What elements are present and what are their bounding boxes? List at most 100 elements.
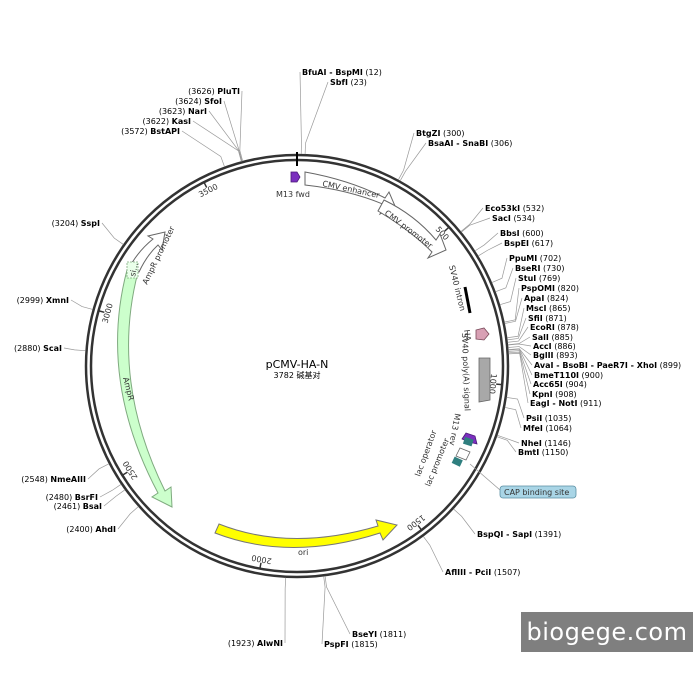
site-position: (2880) [14,344,41,353]
site-position: (1146) [544,439,571,448]
site-position: (2480) [46,493,73,502]
site-leader-line [398,132,415,180]
ori-label: ori [298,548,308,557]
restriction-site-label: NheI (1146) [521,439,571,448]
restriction-site-label: EcoRI (878) [530,323,579,332]
site-name: NheI [521,439,542,448]
site-leader-line [478,242,503,257]
site-leader-line [504,407,522,429]
site-leader-line [399,142,427,181]
site-name: PluTI [217,87,240,96]
restriction-site-label: BseYI (1811) [352,630,406,639]
site-position: (899) [660,361,682,370]
ha-feature [475,327,490,341]
site-name: AvaI - BsoBI - PaeR7I - XhoI [534,361,657,370]
restriction-site-label: BmeT110I (900) [534,371,603,380]
restriction-site-label: (2461) BsaI [54,502,102,511]
site-name: BsaI [83,502,102,511]
site-leader-line [321,576,326,645]
cap-binding-site-label: CAP binding site [504,488,569,497]
site-name: PsiI [526,414,542,423]
restriction-site-label: AccI (886) [533,342,576,351]
cap-binding-site-box [499,485,577,499]
plasmid-size: 3782 碱基对 [274,370,321,380]
site-name: BstAPI [150,127,180,136]
site-leader-line [507,317,527,341]
plasmid-name: pCMV-HA-N [266,358,329,371]
ampr-arrow [117,269,173,508]
restriction-site-label: AflIII - PciI (1507) [445,568,520,577]
tick-mark [444,226,450,232]
restriction-site-label: SalI (885) [532,333,573,342]
restriction-site-label: SbfI (23) [330,78,367,87]
site-position: (904) [565,380,587,389]
site-leader-line [117,506,139,530]
site-position: (769) [539,274,561,283]
restriction-site-label: PpuMI (702) [509,254,561,263]
site-position: (3204) [52,219,79,228]
restriction-site-label: ApaI (824) [524,294,568,303]
site-position: (820) [558,284,580,293]
site-name: AlwNI [257,639,283,648]
site-name: BtgZI [416,129,440,138]
restriction-site-label: StuI (769) [518,274,560,283]
site-name: BspEI [504,239,529,248]
site-position: (1064) [545,424,572,433]
site-leader-line [491,257,508,283]
site-name: AccI [533,342,552,351]
tick-label: 1000 [487,373,498,394]
restriction-site-label: AvaI - BsoBI - PaeR7I - XhoI (899) [534,361,681,370]
site-name: StuI [518,274,536,283]
site-name: SfiI [528,314,543,323]
m13-fwd-arrow [290,171,301,183]
cap-binding-site-leader [469,463,501,491]
restriction-site-label: BfuAI - BspMI (12) [302,68,382,77]
site-name: PspOMI [521,284,555,293]
restriction-site-label: (3623) NarI [159,107,207,116]
site-name: SbfI [330,78,348,87]
site-name: KpnI [532,390,553,399]
restriction-site-label: BspEI (617) [504,239,553,248]
restriction-site-label: (3572) BstAPI [121,127,180,136]
site-leader-line [474,232,499,252]
site-name: SacI [492,214,511,223]
site-name: BbsI [500,229,520,238]
site-leader-line [507,307,525,339]
restriction-site-label: (2480) BsrFI [46,493,98,502]
lac-operator-feature [462,436,474,447]
restriction-site-label: (2548) NmeAIII [21,475,86,484]
restriction-site-label: BtgZI (300) [416,129,465,138]
site-leader-line [284,577,287,644]
site-name: MfeI [523,424,543,433]
site-name: EagI - NotI [530,399,577,408]
site-position: (865) [549,304,571,313]
site-position: (12) [365,68,381,77]
tick-mark [259,562,262,569]
site-position: (824) [547,294,569,303]
lac-small-feature [451,456,463,467]
site-leader-line [496,436,517,453]
ampr-si-label: si... [128,262,140,278]
restriction-site-label: EagI - NotI (911) [530,399,602,408]
site-leader-line [504,297,523,324]
site-position: (600) [522,229,544,238]
ori-arrow [214,519,398,548]
site-position: (2400) [66,525,93,534]
restriction-site-label: (2999) XmnI [17,296,69,305]
restriction-site-label: (3622) KasI [143,117,192,126]
site-position: (3626) [188,87,215,96]
site-name: BfuAI - BspMI [302,68,363,77]
restriction-site-label: BspQI - SapI (1391) [477,530,561,539]
site-position: (1507) [494,568,521,577]
site-leader-line [299,71,302,155]
site-position: (3572) [121,127,148,136]
restriction-site-label: SacI (534) [492,214,535,223]
site-position: (730) [543,264,565,273]
site-leader-line [304,81,329,155]
restriction-site-label: (3626) PluTI [188,87,240,96]
site-leader-line [181,130,225,167]
site-position: (1391) [535,530,562,539]
site-leader-line [101,222,124,245]
cmv-enhancer-label: CMV enhancer [322,179,381,200]
site-name: BmeT110I [534,371,579,380]
